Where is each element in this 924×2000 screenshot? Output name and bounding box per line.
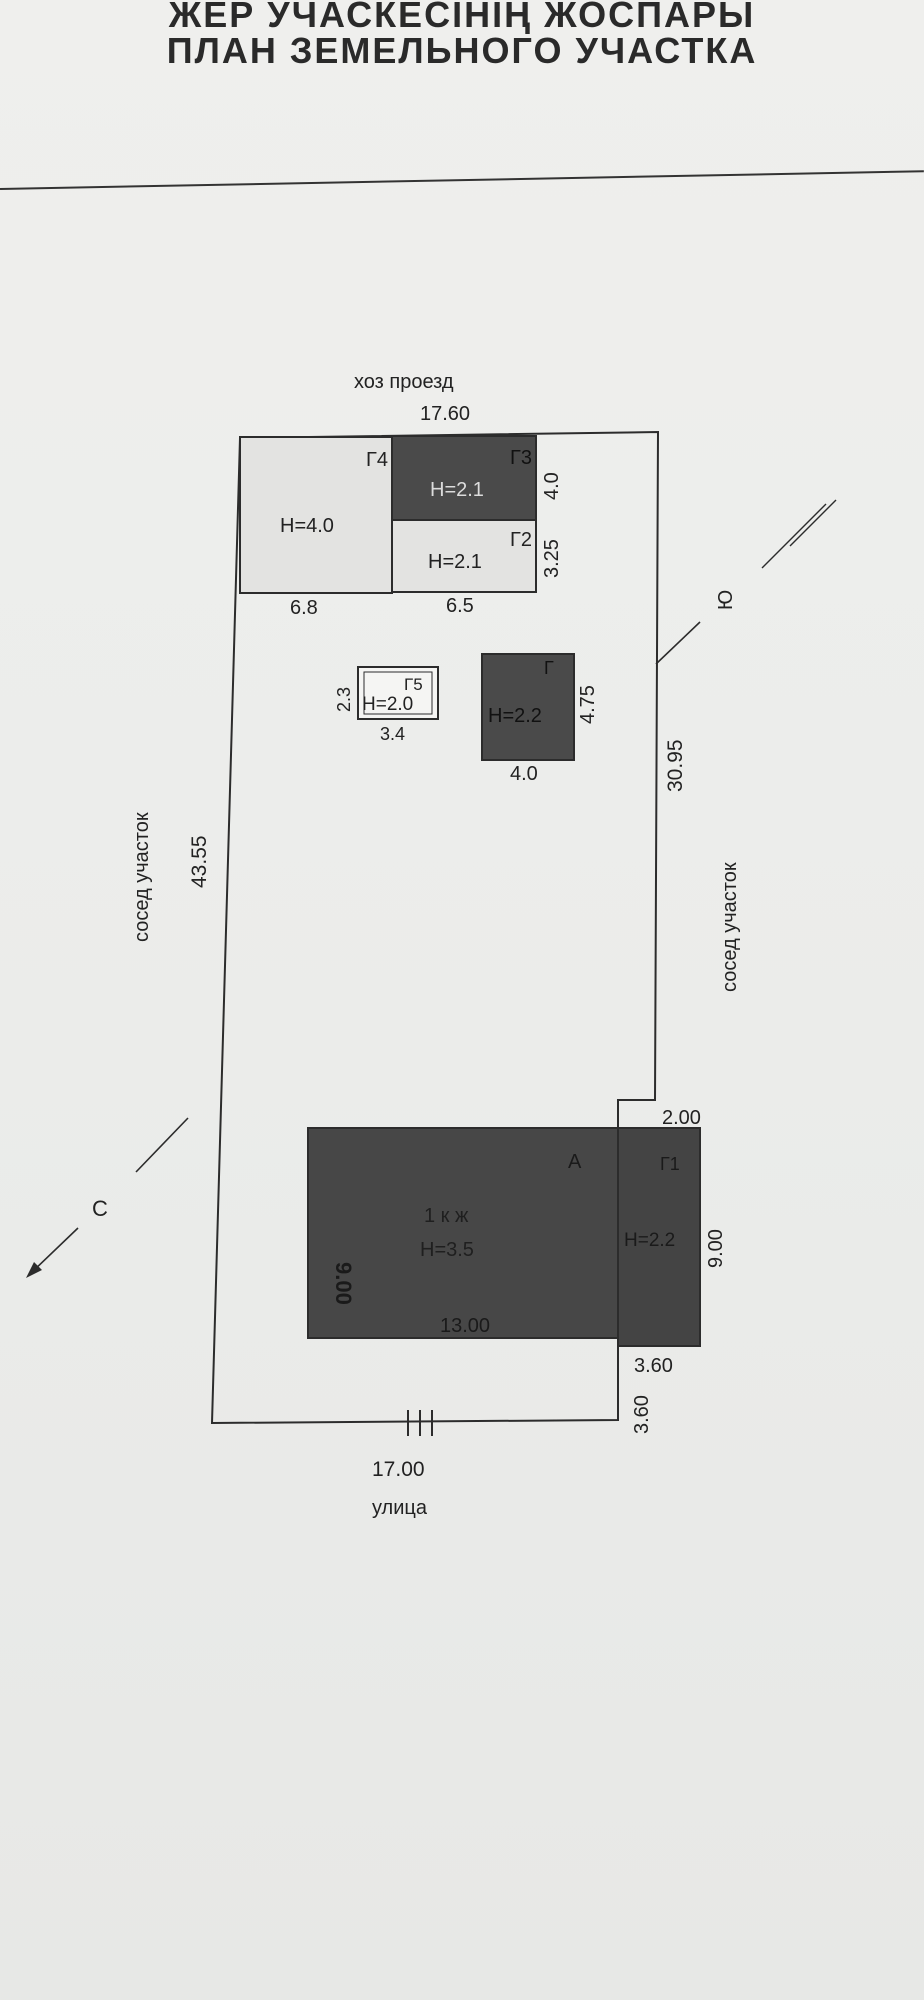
south-hatch-1 <box>789 499 837 547</box>
g2-id: Г2 <box>510 529 532 551</box>
g1-bottom-offset: 3.60 <box>631 1395 653 1434</box>
g5-depth: 2.3 <box>334 687 354 712</box>
g3-id: Г3 <box>510 447 532 469</box>
north-label: С <box>92 1196 108 1221</box>
top-road-label: хоз проезд <box>354 371 454 393</box>
g2-width: 6.5 <box>446 595 474 617</box>
g-height: Н=2.2 <box>488 705 542 727</box>
building-a <box>307 1127 619 1339</box>
south-hatch-2 <box>761 503 827 569</box>
a-name: 1 к ж <box>424 1205 469 1227</box>
g5-height: Н=2.0 <box>362 694 413 715</box>
north-line <box>135 1117 189 1173</box>
g3-height: Н=2.1 <box>430 479 484 501</box>
left-length-label: 43.55 <box>188 835 211 888</box>
g-depth: 4.75 <box>577 685 599 724</box>
g5-id: Г5 <box>404 675 423 694</box>
right-length-label: 30.95 <box>664 739 687 792</box>
g1-depth: 9.00 <box>705 1229 727 1268</box>
building-g1 <box>617 1127 701 1347</box>
g3-depth: 4.0 <box>541 472 563 500</box>
g4-height: Н=4.0 <box>280 515 334 537</box>
g1-width: 3.60 <box>634 1355 673 1377</box>
left-neighbor-label: сосед участок <box>131 812 153 942</box>
g1-offset: 2.00 <box>662 1107 701 1129</box>
building-g <box>481 653 575 761</box>
a-depth: 9.00 <box>331 1262 356 1305</box>
building-g5 <box>357 666 439 720</box>
g-width: 4.0 <box>510 763 538 785</box>
document-title-ru: ПЛАН ЗЕМЕЛЬНОГО УЧАСТКА <box>166 30 758 71</box>
g2-height: Н=2.1 <box>428 551 482 573</box>
a-id: А <box>568 1151 582 1173</box>
building-g2 <box>391 519 537 593</box>
g4-id: Г4 <box>366 449 388 471</box>
a-height: Н=3.5 <box>420 1239 474 1261</box>
g5-width: 3.4 <box>380 724 405 744</box>
g1-id: Г1 <box>660 1154 680 1174</box>
g1-height: Н=2.2 <box>624 1230 675 1251</box>
street-label: улица <box>372 1497 428 1519</box>
building-g3 <box>391 435 537 521</box>
right-neighbor-label: сосед участок <box>719 862 741 992</box>
building-g5-inner <box>363 671 433 715</box>
top-width-label: 17.60 <box>420 403 470 425</box>
document-title-kz: ЖЕР УЧАСКЕСІНІҢ ЖОСПАРЫ <box>168 0 756 35</box>
g-id: Г <box>544 658 554 678</box>
a-width: 13.00 <box>440 1315 490 1337</box>
plot-boundary <box>210 430 660 1425</box>
g4-width: 6.8 <box>290 597 318 619</box>
south-label: Ю <box>715 590 737 610</box>
south-line <box>655 621 701 665</box>
bottom-width-label: 17.00 <box>372 1458 425 1481</box>
g2-depth: 3.25 <box>541 539 563 578</box>
north-arrow-head <box>26 1262 42 1278</box>
